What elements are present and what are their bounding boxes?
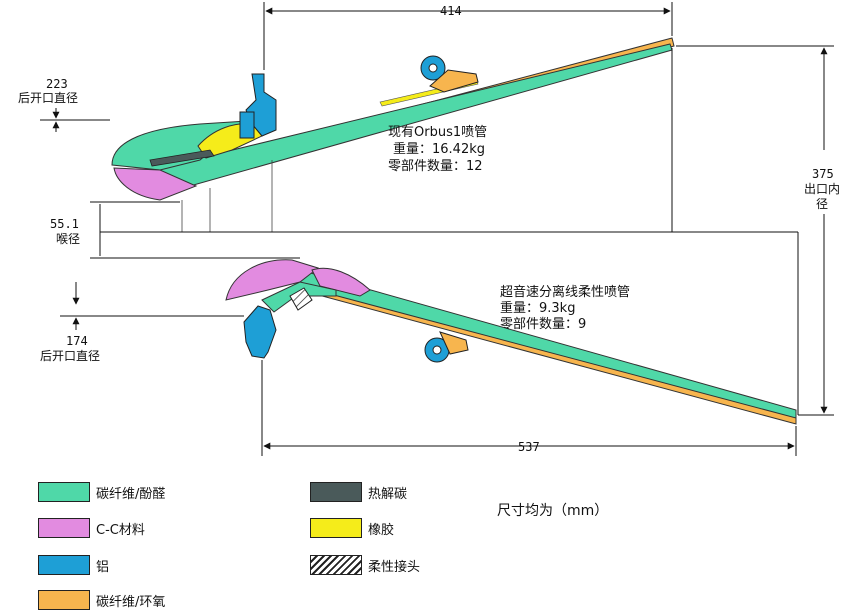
throat-label: 喉径 (56, 232, 80, 246)
bottom-length-label: 537 (518, 440, 540, 454)
throat-value: 55.1 (50, 217, 79, 231)
flexible-actuator-bracket (424, 331, 469, 363)
current-nozzle-weight: 重量：16.42kg (393, 141, 485, 157)
current-actuator-bracket (420, 55, 479, 93)
flexible-cc-extension (311, 267, 371, 297)
current-nozzle-parts: 零部件数量：12 (388, 159, 483, 174)
rear-opening-bottom-label: 后开口直径 (40, 349, 100, 363)
current-aluminum-flange (239, 111, 255, 139)
dimension-lines (40, 2, 834, 456)
flexible-aluminum-housing (243, 305, 277, 359)
flexible-flex-joint (289, 287, 313, 311)
current-throat-insert (113, 167, 198, 201)
exit-diameter-label-1: 出口内 (804, 182, 840, 196)
exit-diameter-value: 375 (812, 167, 834, 181)
flexible-nozzle-drawing (225, 259, 797, 425)
flexible-nozzle-parts: 零部件数量：9 (500, 317, 586, 332)
flexible-nozzle-name: 超音速分离线柔性喷管 (500, 284, 630, 300)
flexible-throat-liner (261, 281, 337, 313)
exit-diameter-label-2: 径 (816, 197, 828, 211)
top-length-label: 414 (440, 4, 462, 18)
current-nozzle-drawing (111, 37, 675, 232)
current-nozzle-name: 现有Orbus1喷管 (388, 125, 487, 140)
flexible-cc-entrance (225, 259, 320, 301)
flexible-nozzle-weight: 重量：9.3kg (500, 300, 575, 316)
rear-opening-bottom-value: 174 (66, 334, 88, 348)
rear-opening-top-label: 后开口直径 (18, 91, 78, 105)
current-pyrolytic-strip (149, 149, 215, 167)
rear-opening-top-value: 223 (46, 77, 68, 91)
